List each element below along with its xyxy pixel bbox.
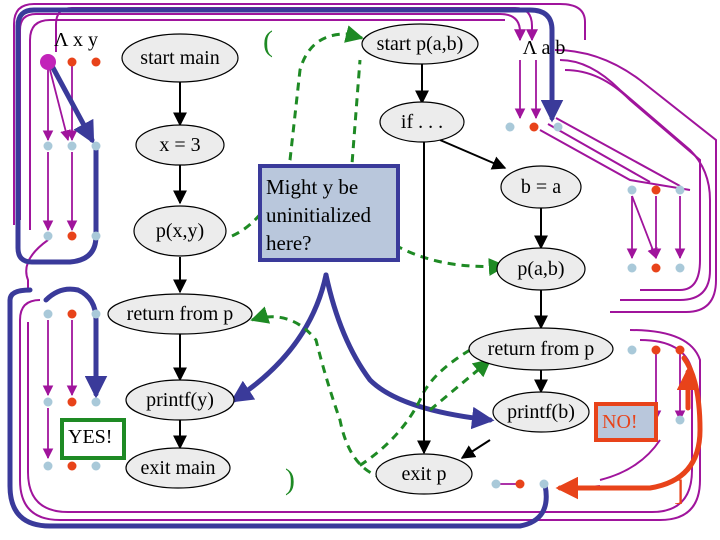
if-label: if . . . [400,111,444,133]
node-p-call-rec [496,247,586,291]
node-printf-y [125,379,235,421]
start-main-label: start main [140,47,220,69]
node-return-from-p-rec [468,327,614,371]
exit-p-label: exit p [401,463,447,485]
p-call-rec-label: p(a,b) [517,258,565,280]
fact-dots [40,54,685,489]
node-return-from-p-main [107,293,253,335]
cfg-flow-edges [173,64,548,459]
b-assign-label: b = a [520,176,562,198]
node-exit-p [375,453,473,495]
node-if [379,101,465,143]
return-from-p-main-label: return from p [126,303,234,325]
node-x-assign [135,124,225,166]
p-call-main-label: p(x,y) [155,220,205,242]
no-highlight-edge [555,355,703,500]
outer-loop-edges [13,3,717,521]
lambda-a-b-header: Λ a b [522,37,566,59]
start-p-label: start p(a,b) [376,33,464,55]
return-from-p-rec-label: return from p [487,338,595,360]
node-exit-main [125,447,231,489]
node-printf-b [492,391,590,433]
printf-b-label: printf(b) [507,401,575,423]
printf-y-label: printf(y) [146,389,214,411]
no-answer-box: NO! [594,402,658,442]
open-paren-label: ( [263,25,273,58]
path-highlight-edges [7,7,564,529]
x-assign-label: x = 3 [159,134,201,156]
node-b-assign [500,165,582,209]
uninitialized-question-callout: Might y be uninitialized here? [258,164,400,262]
node-start-p [361,23,479,65]
cfg-nodes [107,23,614,495]
lambda-x-y-header: Λ x y [54,29,98,51]
exit-main-label: exit main [140,457,216,479]
close-bracket-label: ] [674,474,684,507]
node-start-main [121,33,239,83]
node-p-call-main [133,205,227,257]
lambda-source-dot [40,54,56,70]
yes-answer-box: YES! [60,418,126,460]
close-paren-label: ) [285,463,295,496]
